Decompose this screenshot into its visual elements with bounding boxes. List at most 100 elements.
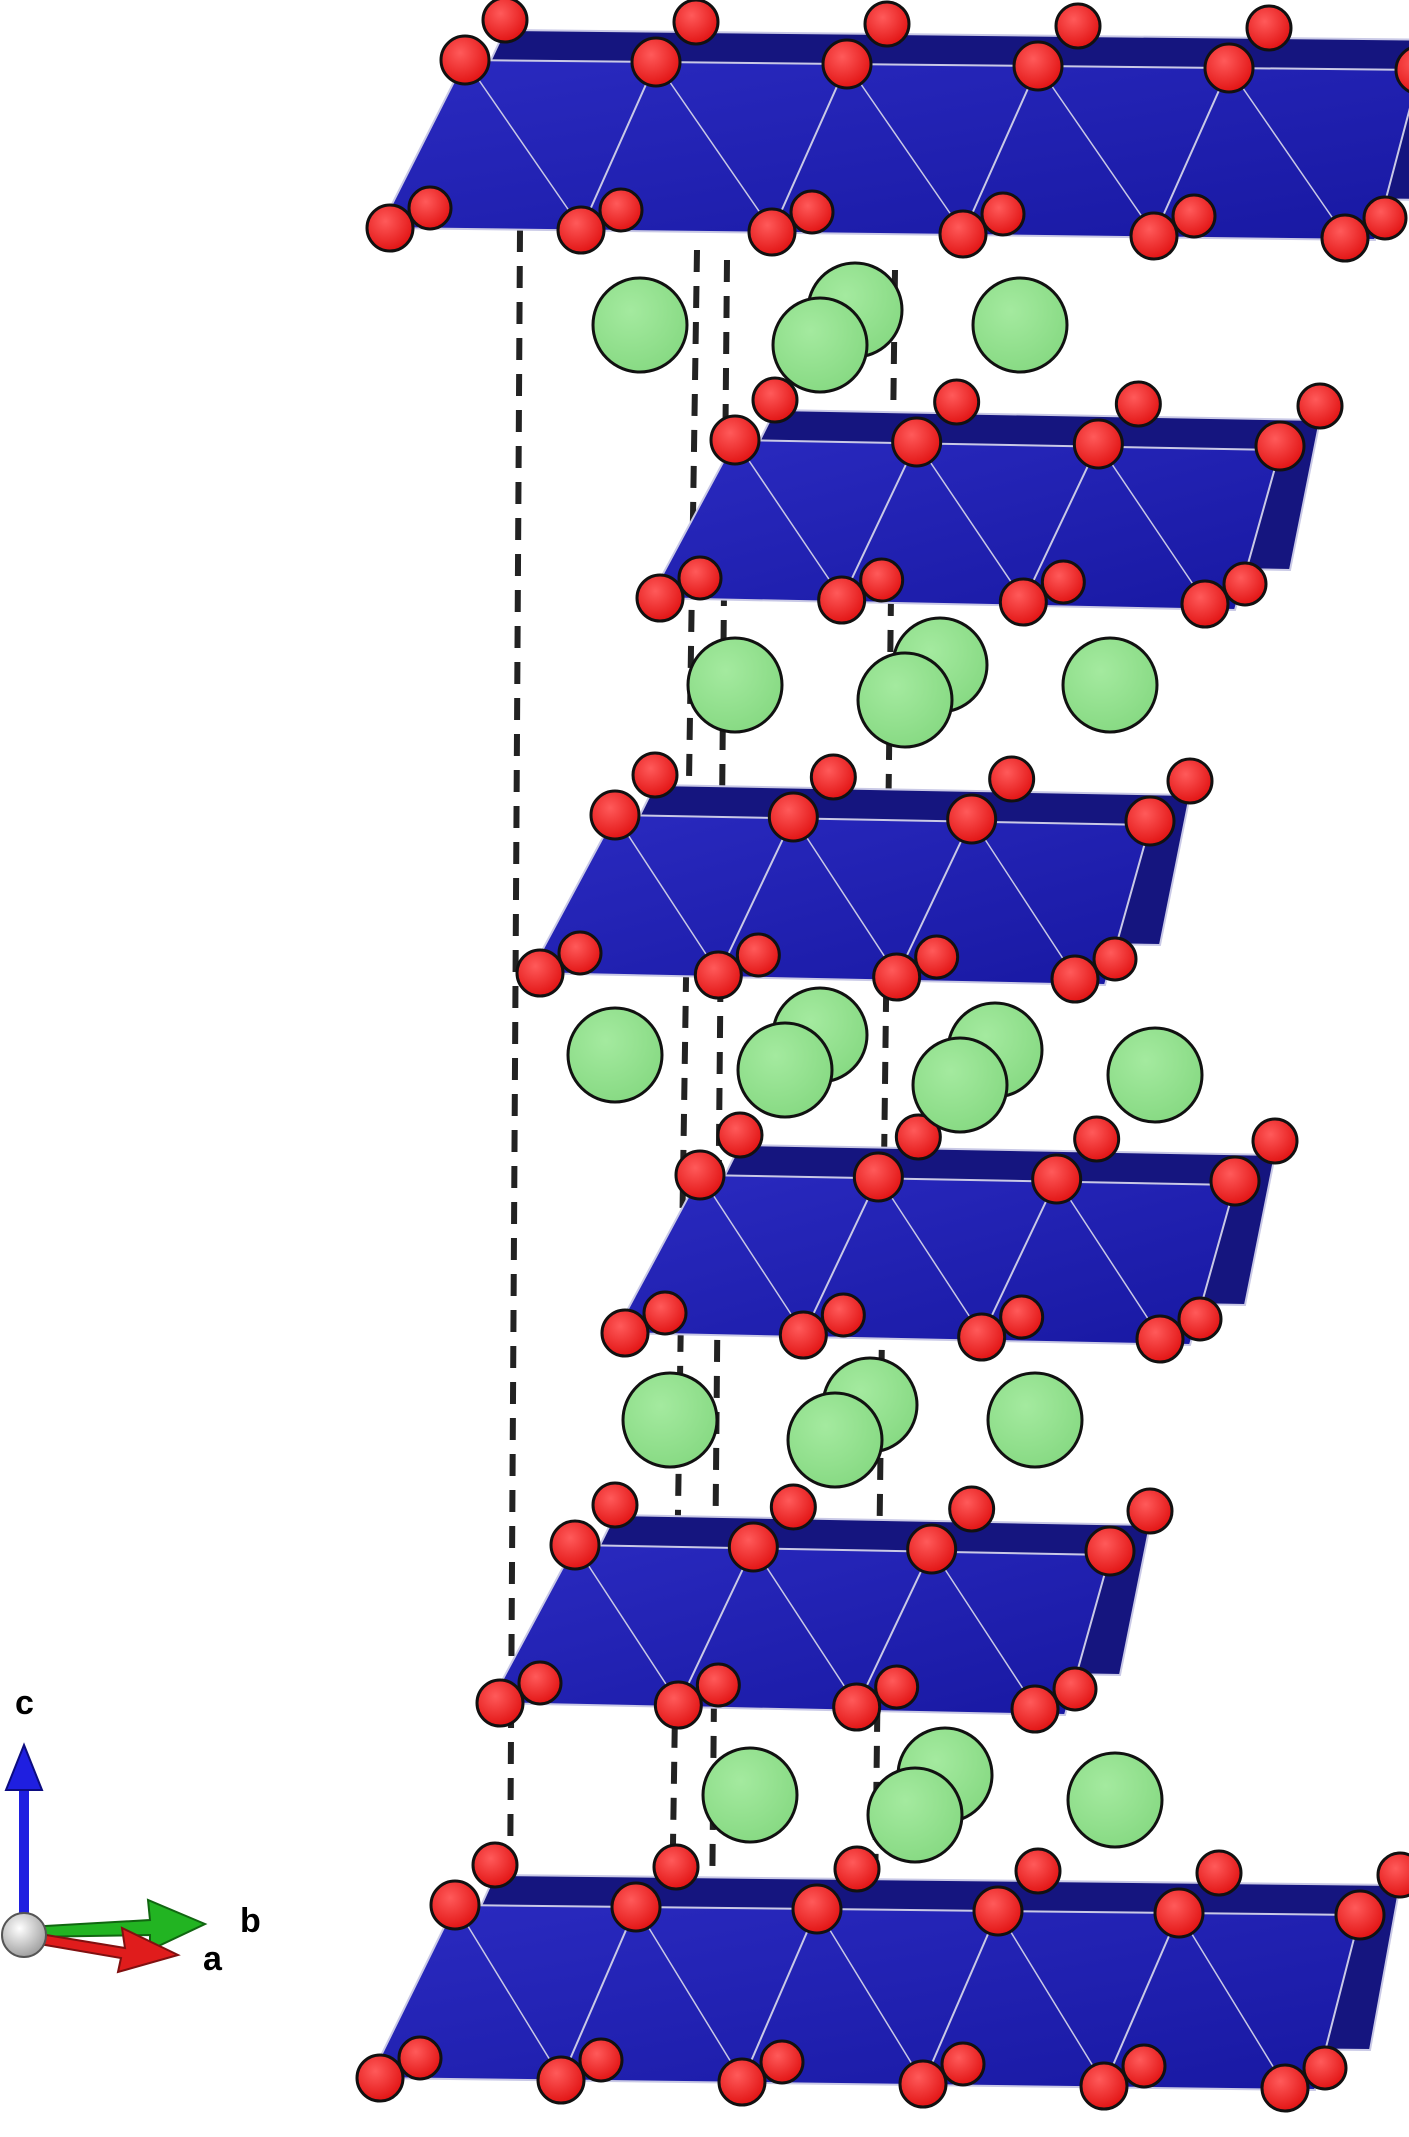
oxygen-atom	[891, 416, 943, 468]
oxygen-atom	[630, 36, 682, 88]
octahedron-edge	[895, 818, 973, 978]
octahedron-diagonal	[454, 1904, 562, 2079]
oxygen-atom	[778, 1310, 828, 1360]
oxygen-atom	[429, 1879, 481, 1931]
oxygen-atom	[517, 1660, 563, 1706]
oxygen-atom	[1394, 47, 1409, 93]
cation-atom	[866, 1766, 964, 1864]
octahedral-layer-3	[515, 751, 1214, 1004]
cation-atom	[1061, 636, 1159, 734]
oxygen-atom	[365, 203, 415, 253]
oxygen-atom	[591, 1481, 639, 1529]
cation-atom	[986, 1371, 1084, 1469]
c-axis-arrowhead	[4, 1742, 44, 1791]
octahedron-front-row	[528, 813, 1152, 987]
octahedron-edge	[717, 816, 795, 976]
oxygen-atom	[859, 557, 905, 603]
cation-atom	[856, 651, 954, 749]
oxygen-atom	[709, 414, 761, 466]
oxygen-atom	[1254, 420, 1306, 472]
oxygen-atom	[832, 1682, 882, 1732]
octahedron-edge	[1022, 443, 1100, 603]
oxygen-atom	[652, 1843, 700, 1891]
oxygen-atom	[833, 1845, 881, 1893]
oxygen-atom	[631, 751, 679, 799]
octahedron-edge	[1153, 67, 1230, 237]
octahedron-diagonal	[846, 63, 964, 233]
oxygen-atom	[642, 1290, 688, 1336]
octahedron-edge	[580, 61, 657, 231]
oxygen-atom	[1362, 195, 1408, 241]
oxygen-atom	[677, 555, 723, 601]
oxygen-atom	[1334, 1889, 1386, 1941]
cation-atom	[686, 636, 784, 734]
octahedron-front-row	[488, 1543, 1112, 1717]
oxygen-atom	[988, 755, 1036, 803]
oxygen-atom	[600, 1308, 650, 1358]
oxygen-atom	[957, 1312, 1007, 1362]
oxygen-atom	[635, 573, 685, 623]
oxygen-atom	[1121, 2043, 1167, 2089]
oxygen-atom	[407, 185, 453, 231]
octahedron-diagonal	[614, 814, 719, 974]
cation-atom	[786, 1391, 884, 1489]
oxygen-atom	[1135, 1314, 1185, 1364]
oxygen-atom	[914, 934, 960, 980]
oxygen-atom	[906, 1523, 958, 1575]
oxygen-atom	[397, 2035, 443, 2081]
oxygen-atom	[674, 1149, 726, 1201]
oxygen-atom	[1014, 1847, 1062, 1895]
oxygen-atom	[1203, 42, 1255, 94]
octahedron-edge	[855, 1548, 933, 1708]
octahedron-edge	[922, 1910, 999, 2085]
octahedron-diagonal	[752, 1546, 858, 1706]
cation-atom	[621, 1371, 719, 1469]
octahedral-layer-2	[635, 376, 1344, 629]
oxygen-atom	[1195, 1849, 1243, 1897]
oxygen-atom	[1031, 1153, 1083, 1205]
cation-atoms	[566, 261, 1204, 1864]
oxygen-atom	[980, 191, 1026, 237]
octahedron-diagonal	[635, 1906, 743, 2081]
octahedron-edge	[962, 65, 1039, 235]
octahedron-diagonal	[997, 1910, 1105, 2085]
oxygen-atom	[653, 1680, 703, 1730]
octahedron-front-row	[648, 438, 1282, 612]
oxygen-atom	[556, 205, 606, 255]
octahedron-front-row	[378, 58, 1409, 242]
oxygen-atom	[475, 1678, 525, 1728]
oxygen-atom	[938, 209, 988, 259]
oxygen-atom	[1222, 561, 1268, 607]
c-axis-label: c	[15, 1684, 34, 1722]
b-axis-label: b	[240, 1902, 261, 1940]
oxygen-atom	[769, 1483, 817, 1531]
cation-atom	[1066, 1751, 1164, 1849]
octahedron-diagonal	[699, 1174, 804, 1334]
oxygen-atom	[471, 1841, 519, 1889]
oxygen-atom	[1126, 1487, 1174, 1535]
octahedron-diagonal	[792, 816, 898, 976]
oxygen-atom	[1153, 1887, 1205, 1939]
oxygen-atom	[1072, 418, 1124, 470]
oxygen-atom	[1260, 2063, 1310, 2113]
oxygen-atom	[1209, 1155, 1261, 1207]
oxygen-atom	[751, 376, 799, 424]
oxygen-atom	[598, 187, 644, 233]
oxygen-atom	[999, 1294, 1045, 1340]
octahedral-layer-5	[475, 1481, 1174, 1734]
oxygen-atom	[578, 2037, 624, 2083]
oxygen-atom	[948, 1485, 996, 1533]
octahedron-diagonal	[1178, 1912, 1286, 2087]
octahedral-layer-4	[600, 1111, 1299, 1364]
oxygen-atom	[693, 950, 743, 1000]
octahedron-diagonal	[877, 1176, 983, 1336]
octahedron-edge	[771, 63, 848, 233]
oxygen-atom	[695, 1662, 741, 1708]
axis-indicator: c b a	[1, 1684, 261, 1978]
octahedron-diagonal	[931, 1548, 1036, 1708]
oxygen-atom	[536, 2055, 586, 2105]
octahedron-front-row	[613, 1173, 1237, 1347]
oxygen-atom	[672, 0, 720, 46]
cation-atom	[701, 1746, 799, 1844]
